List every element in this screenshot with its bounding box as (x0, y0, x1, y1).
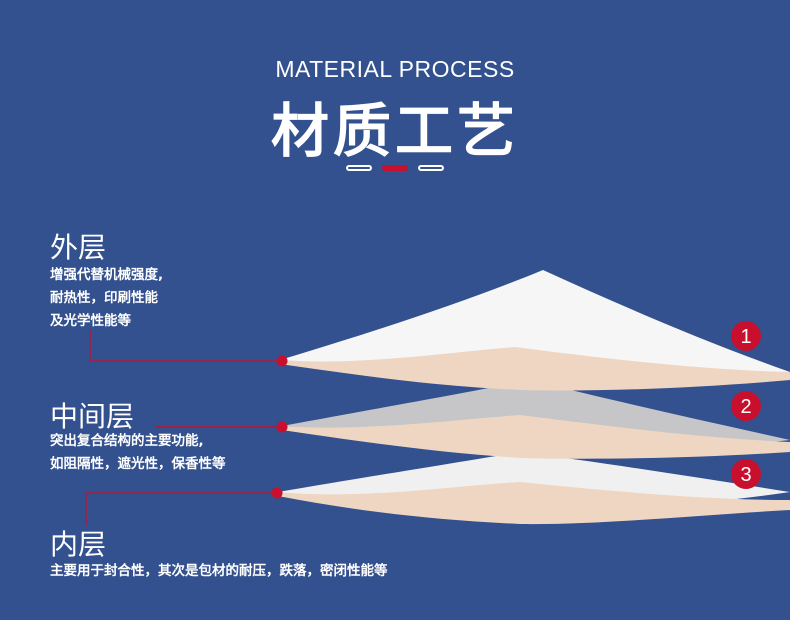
indicator-pill-active (382, 165, 408, 171)
outer-layer-desc-line: 及光学性能等 (50, 313, 131, 329)
leader-line-outer (89, 329, 282, 362)
layer-badge-3: 3 (731, 459, 761, 489)
outer-layer-title: 外层 (50, 231, 107, 264)
middle-layer-title: 中间层 (50, 400, 135, 433)
middle-layer-description: 突出复合结构的主要功能, 如阻隔性，遮光性，保香性等 (50, 430, 226, 476)
svg-text:3: 3 (740, 464, 751, 486)
marker-dot-middle (276, 421, 288, 433)
layer-badge-2: 2 (731, 391, 761, 421)
inner-layer-title: 内层 (50, 528, 107, 561)
svg-text:2: 2 (740, 396, 751, 418)
pagination-indicator (0, 165, 790, 171)
indicator-pill-3 (418, 165, 444, 171)
middle-layer-desc-line: 突出复合结构的主要功能, (50, 433, 204, 449)
marker-dot-outer (276, 355, 288, 367)
header-title-en: MATERIAL PROCESS (275, 56, 515, 82)
inner-layer-desc-line: 主要用于封合性，其次是包材的耐压，跌落，密闭性能等 (50, 563, 388, 579)
leader-line-inner (85, 492, 277, 525)
outer-layer-desc-line: 耐热性，印刷性能 (50, 290, 158, 306)
layer-badge-1: 1 (731, 321, 761, 351)
inner-layer-description: 主要用于封合性，其次是包材的耐压，跌落，密闭性能等 (50, 560, 388, 583)
header-title-cn: 材质工艺 (270, 97, 519, 165)
marker-dot-inner (271, 487, 283, 499)
outer-layer-description: 增强代替机械强度, 耐热性，印刷性能 及光学性能等 (50, 264, 163, 333)
indicator-pill-1 (346, 165, 372, 171)
outer-layer-sheet (280, 270, 790, 391)
outer-layer-desc-line: 增强代替机械强度, (50, 267, 164, 283)
middle-layer-sheet (282, 380, 790, 459)
svg-text:1: 1 (740, 326, 751, 348)
middle-layer-desc-line: 如阻隔性，遮光性，保香性等 (50, 456, 226, 472)
inner-layer-sheet (278, 452, 790, 525)
